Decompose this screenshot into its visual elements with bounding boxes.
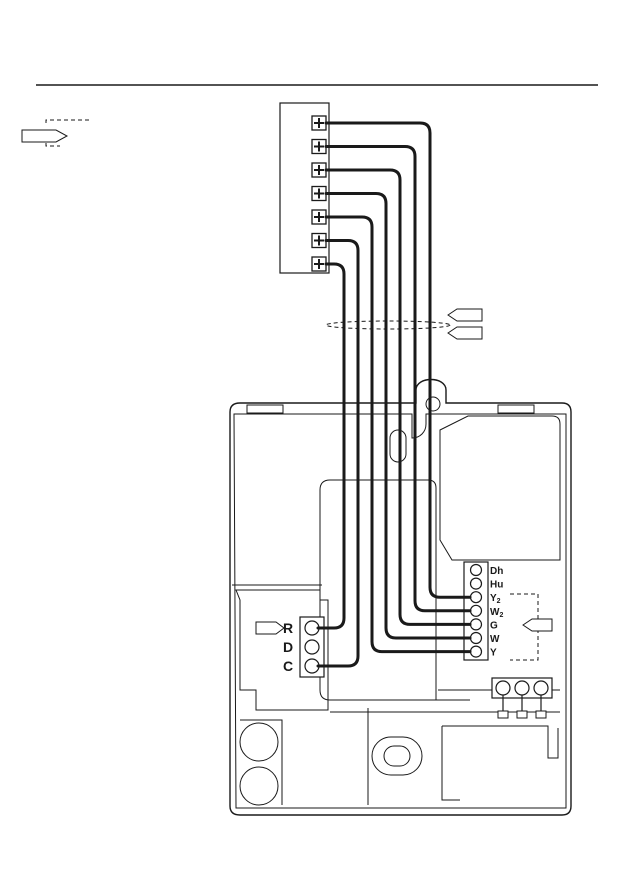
- terminal-screw-icon: [312, 257, 326, 271]
- equipment-terminal-strip: [280, 103, 329, 273]
- wire: [326, 217, 470, 652]
- terminal-screw-icon: [312, 234, 326, 248]
- terminal-screw-icon: [471, 646, 482, 657]
- terminal-label-d: D: [283, 639, 293, 655]
- thermostat-terminal-label: Hu: [490, 580, 503, 591]
- terminal-screw-icon: [471, 565, 482, 576]
- terminal-screw-icon: [312, 210, 326, 224]
- terminal-screw-icon: [471, 592, 482, 603]
- thermostat-terminal-label: W2: [490, 607, 503, 619]
- arrow-tag-icon: [523, 619, 552, 631]
- arrow-tag-icon: [448, 327, 482, 339]
- cable-bundle-indicator: [326, 309, 482, 339]
- thermostat-terminal-label: Y: [490, 648, 497, 659]
- wire-bundle: [318, 123, 470, 666]
- arrow-tag-icon: [22, 130, 67, 142]
- arrow-tag-icon: [448, 309, 482, 321]
- thermostat-terminal-label: Dh: [490, 566, 503, 577]
- terminal-label-c: C: [283, 658, 293, 674]
- terminal-screw-icon: [312, 187, 326, 201]
- terminal-screw-icon: [471, 619, 482, 630]
- wire: [326, 170, 470, 624]
- thermostat-terminal-label: W: [490, 634, 500, 645]
- wire: [318, 264, 344, 628]
- terminal-screw-icon: [471, 605, 482, 616]
- thermostat-terminal-label: G: [490, 620, 498, 631]
- terminal-screw-icon: [312, 163, 326, 177]
- thermostat-terminal-label: Y2: [490, 593, 501, 605]
- terminal-screw-icon: [312, 116, 326, 130]
- wire: [318, 241, 358, 667]
- arrow-tag-icon: [256, 622, 284, 634]
- jumper-block: [492, 678, 552, 718]
- wire: [326, 194, 470, 639]
- terminal-screw-icon: [471, 633, 482, 644]
- legend-callout: [22, 120, 92, 146]
- terminal-screw-icon: [471, 578, 482, 589]
- power-terminal-block: R D C: [256, 617, 324, 677]
- terminal-screw-icon: [312, 140, 326, 154]
